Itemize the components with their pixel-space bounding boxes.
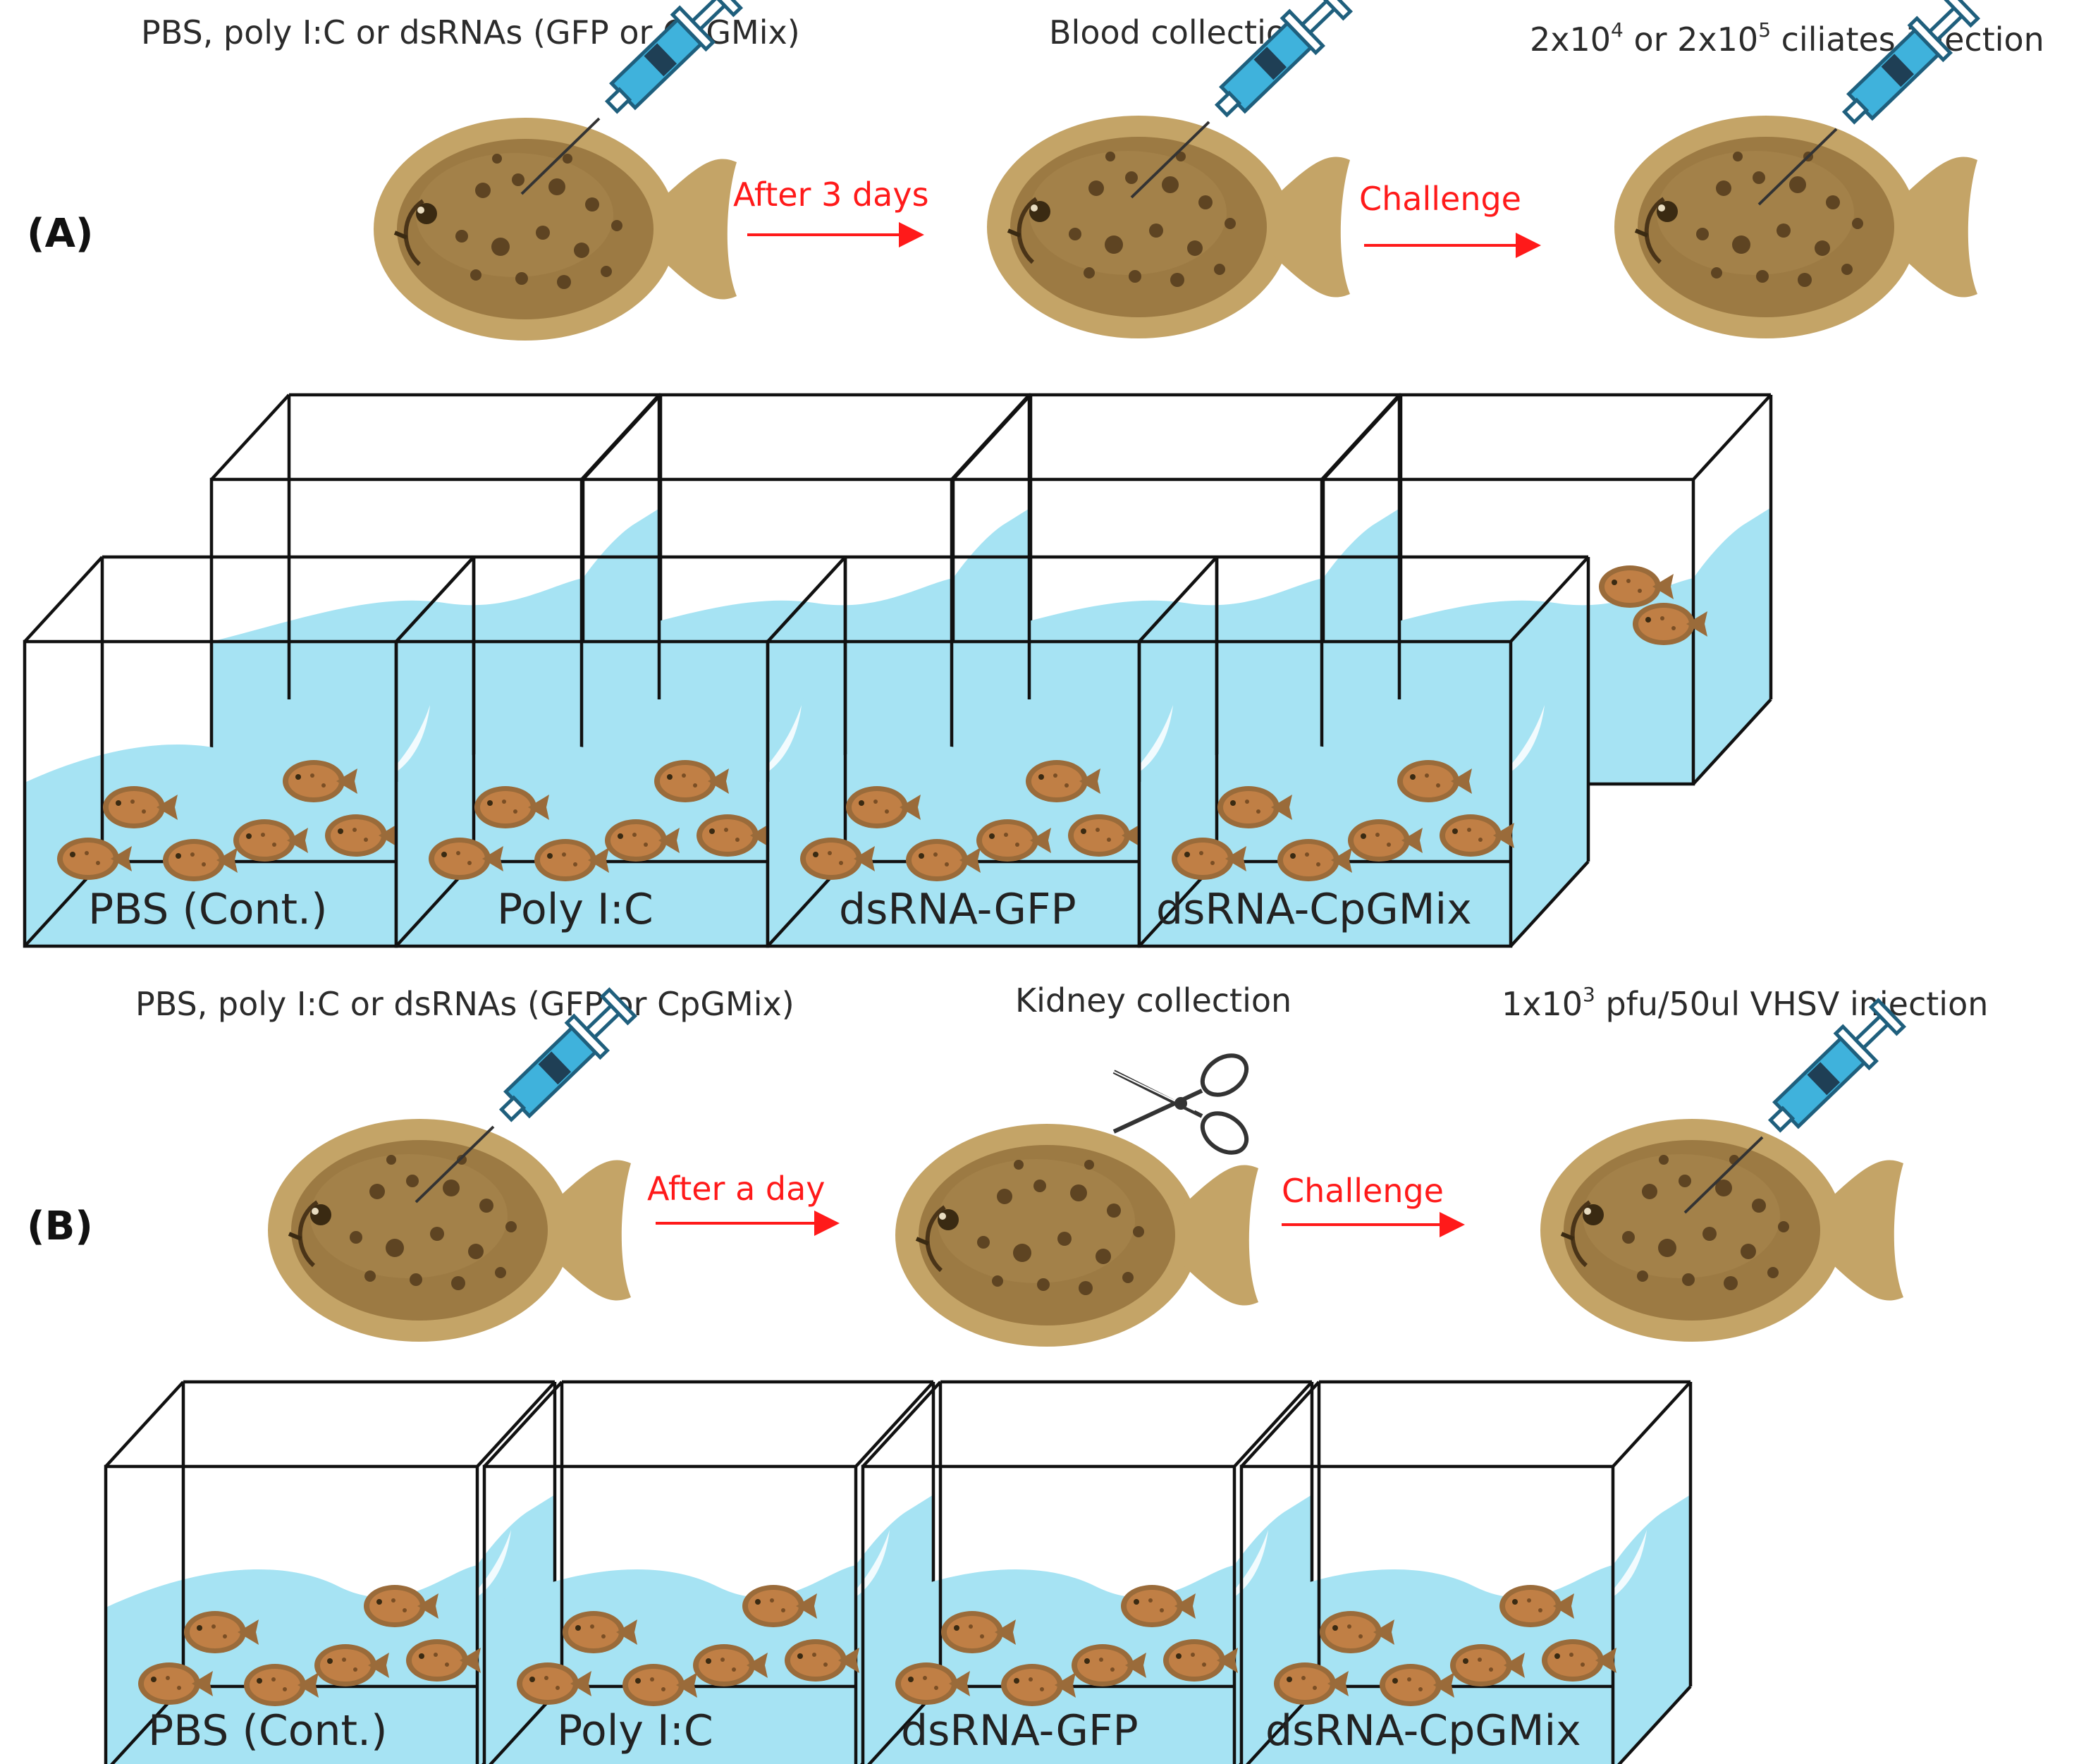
panel-label-b: (B) [27,1203,93,1249]
step-b2-label: Kidney collection [1015,981,1291,1019]
step-a3-label: 2x104 or 2x105 ciliates injection [1530,18,2044,59]
tank-label-b-pbs: PBS (Cont.) [148,1706,388,1756]
flounder-a2 [987,116,1350,338]
tank-label-b-dsrna-gfp: dsRNA-GFP [901,1706,1139,1756]
arrow-a1-label: After 3 days [733,176,929,214]
flounder-b3 [1540,1119,1903,1342]
tank-label-a-dsrna-cpgmix: dsRNA-CpGMix [1156,885,1472,934]
step-b3-label: 1x103 pfu/50ul VHSV injection [1502,983,1988,1023]
flounder-b2 [895,1124,1258,1347]
arrow-b2-label: Challenge [1282,1172,1444,1210]
flounder-a1 [374,118,737,341]
panel-a: (A) PBS, poly I:C or dsRNAs (GFP or CpGM… [25,0,2044,946]
tank-label-a-dsrna-gfp: dsRNA-GFP [839,885,1076,934]
tank-label-b-polyic: Poly I:C [557,1706,713,1756]
tank-label-a-polyic: Poly I:C [497,885,654,934]
panel-b: (B) PBS, poly I:C or dsRNAs (GFP or CpGM… [27,981,1988,1764]
flounder-b1 [268,1119,631,1342]
tank-label-a-pbs: PBS (Cont.) [88,885,328,934]
panel-label-a: (A) [27,211,94,257]
arrow-a2-label: Challenge [1359,180,1521,218]
step-b1-label: PBS, poly I:C or dsRNAs (GFP or CpGMix) [135,985,794,1023]
tank-label-b-dsrna-cpgmix: dsRNA-CpGMix [1265,1706,1581,1756]
arrow-b1-label: After a day [647,1170,826,1208]
flounder-a3 [1614,116,1977,338]
scissors-icon [1114,1048,1254,1160]
